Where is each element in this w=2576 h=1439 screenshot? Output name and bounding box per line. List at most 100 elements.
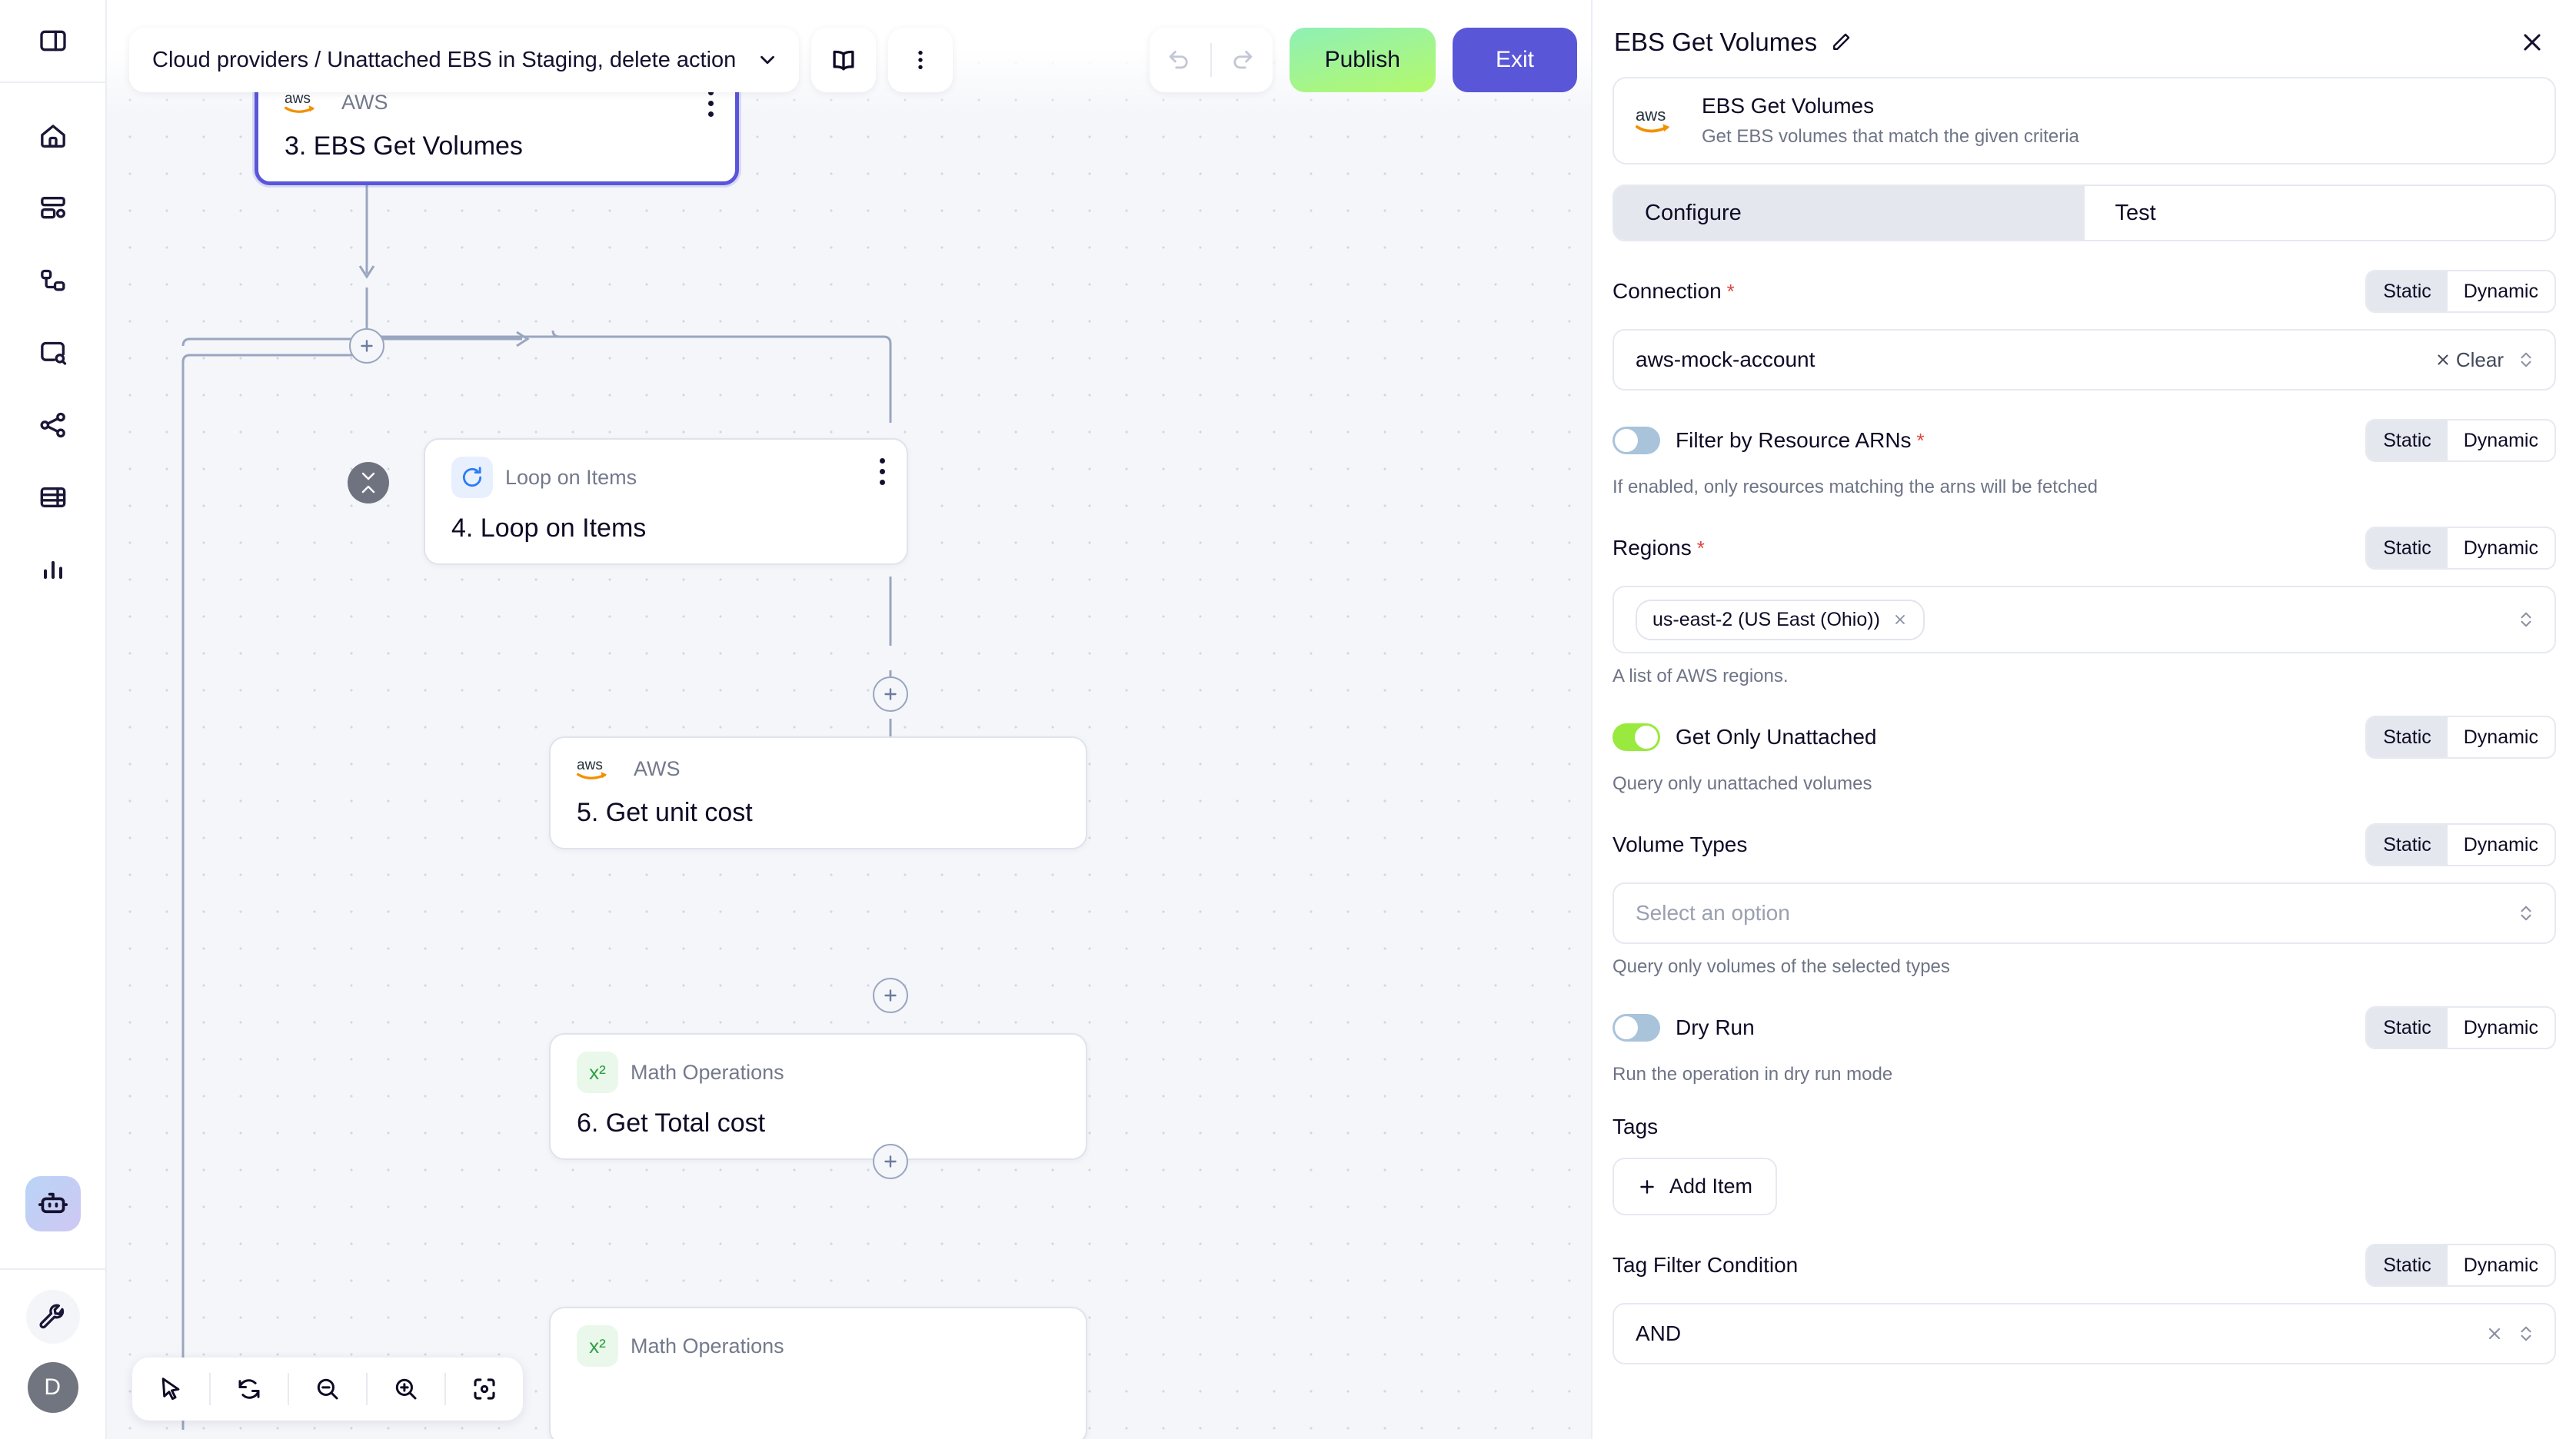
clear-label: Clear: [2455, 347, 2504, 371]
required-marker: *: [1696, 536, 1705, 560]
node-get-unit-cost[interactable]: aws AWS 5. Get unit cost: [549, 736, 1087, 849]
field-label-filter-arns: Filter by Resource ARNs: [1676, 428, 1912, 452]
close-icon[interactable]: [2519, 29, 2545, 55]
regions-controls: [2518, 608, 2534, 631]
region-chip[interactable]: us-east-2 (US East (Ohio)): [1636, 599, 1925, 640]
mode-toggle-tag-filter-condition: Static Dynamic: [2365, 1244, 2556, 1287]
nodes-icon[interactable]: [25, 257, 81, 304]
volume-types-controls: [2518, 902, 2534, 925]
wrench-icon[interactable]: [25, 1290, 80, 1344]
required-marker: *: [1916, 428, 1925, 452]
mode-static-volume-types[interactable]: Static: [2367, 825, 2448, 865]
node-math-operations-partial[interactable]: x² Math Operations: [549, 1307, 1087, 1439]
chevron-updown-icon[interactable]: [2518, 902, 2534, 925]
tab-configure[interactable]: Configure: [1614, 186, 2085, 240]
chevron-down-icon[interactable]: [756, 48, 779, 71]
breadcrumb-text: Cloud providers / Unattached EBS in Stag…: [152, 47, 737, 72]
panel-tabs: Configure Test: [1612, 184, 2556, 241]
robot-icon[interactable]: [25, 1176, 81, 1231]
connection-select[interactable]: aws-mock-account Clear: [1612, 329, 2556, 390]
more-vertical-icon[interactable]: [880, 458, 885, 485]
dashboard-settings-icon[interactable]: [25, 184, 81, 232]
node-header: x² Math Operations: [577, 1325, 1064, 1367]
loop-icon: [451, 457, 493, 498]
table-icon[interactable]: [25, 474, 81, 521]
sidebar-toggle-icon[interactable]: [25, 17, 81, 65]
clear-tag-filter-condition-icon[interactable]: [2485, 1324, 2504, 1343]
mode-dynamic-get-only-unattached[interactable]: Dynamic: [2463, 726, 2538, 748]
mode-static-filter-arns[interactable]: Static: [2367, 420, 2448, 460]
canvas-toolbar: [132, 1358, 523, 1421]
mode-static-dry-run[interactable]: Static: [2367, 1008, 2448, 1048]
mode-dynamic-dry-run[interactable]: Dynamic: [2463, 1016, 2538, 1039]
bar-chart-icon[interactable]: [25, 546, 81, 593]
volume-types-select[interactable]: Select an option: [1612, 882, 2556, 944]
zoom-in-icon[interactable]: [368, 1358, 444, 1421]
undo-icon[interactable]: [1150, 28, 1210, 92]
node-loop-on-items[interactable]: Loop on Items 4. Loop on Items: [424, 438, 908, 565]
breadcrumb[interactable]: Cloud providers / Unattached EBS in Stag…: [129, 28, 800, 92]
collapse-loop-button[interactable]: [348, 462, 389, 503]
mode-static-regions[interactable]: Static: [2367, 528, 2448, 568]
aws-logo: aws: [1636, 105, 1683, 137]
mode-static-connection[interactable]: Static: [2367, 271, 2448, 311]
chevron-updown-icon[interactable]: [2518, 608, 2534, 631]
mode-static-tag-filter-condition[interactable]: Static: [2367, 1245, 2448, 1285]
add-node-button[interactable]: [873, 1144, 908, 1179]
tag-filter-condition-select[interactable]: AND: [1612, 1303, 2556, 1364]
mode-dynamic-regions[interactable]: Dynamic: [2463, 537, 2538, 559]
redo-icon[interactable]: [1212, 28, 1273, 92]
workflow-canvas[interactable]: Cloud providers / Unattached EBS in Stag…: [107, 0, 1591, 1439]
panel-fields: Connection * Static Dynamic aws-mock-acc…: [1593, 268, 2576, 1364]
field-label-regions: Regions: [1612, 536, 1692, 560]
toggle-dry-run[interactable]: [1612, 1014, 1660, 1042]
book-icon[interactable]: [811, 28, 877, 92]
connection-value: aws-mock-account: [1636, 347, 1816, 371]
toggle-filter-by-resource-arns[interactable]: [1612, 427, 1660, 454]
pencil-icon[interactable]: [1829, 31, 1852, 54]
mode-static-get-only-unattached[interactable]: Static: [2367, 717, 2448, 757]
home-icon[interactable]: [25, 112, 81, 160]
mode-dynamic-connection[interactable]: Dynamic: [2463, 280, 2538, 302]
zoom-out-icon[interactable]: [289, 1358, 366, 1421]
fit-view-icon[interactable]: [446, 1358, 523, 1421]
field-row-tags: Tags: [1612, 1112, 2556, 1142]
avatar[interactable]: D: [27, 1362, 78, 1413]
node-header: Loop on Items: [451, 457, 885, 498]
field-label-dry-run: Dry Run: [1676, 1015, 1755, 1039]
publish-button[interactable]: Publish: [1289, 28, 1436, 92]
message-search-icon[interactable]: [25, 329, 81, 377]
toggle-get-only-unattached[interactable]: [1612, 723, 1660, 751]
field-row-regions: Regions * Static Dynamic: [1612, 524, 2556, 572]
field-row-tag-filter-condition: Tag Filter Condition Static Dynamic: [1612, 1241, 2556, 1289]
node-header: x² Math Operations: [577, 1052, 1064, 1093]
clear-connection-button[interactable]: Clear: [2435, 348, 2504, 372]
more-vertical-icon[interactable]: [708, 90, 714, 117]
remove-region-icon[interactable]: [1892, 612, 1908, 627]
exit-button[interactable]: Exit: [1452, 28, 1577, 92]
share-icon[interactable]: [25, 401, 81, 449]
rail-nav: [0, 83, 105, 593]
refresh-icon[interactable]: [211, 1358, 288, 1421]
regions-multiselect[interactable]: us-east-2 (US East (Ohio)): [1612, 586, 2556, 653]
add-node-button[interactable]: [873, 676, 908, 712]
add-node-button[interactable]: [349, 328, 384, 364]
node-get-total-cost[interactable]: x² Math Operations 6. Get Total cost: [549, 1033, 1087, 1160]
mode-dynamic-filter-arns[interactable]: Dynamic: [2463, 429, 2538, 451]
left-rail: D: [0, 0, 107, 1439]
svg-text:aws: aws: [1636, 105, 1666, 125]
mode-dynamic-tag-filter-condition[interactable]: Dynamic: [2463, 1254, 2538, 1276]
cursor-icon[interactable]: [132, 1358, 209, 1421]
node-kind-label: AWS: [634, 756, 681, 780]
chevron-updown-icon[interactable]: [2518, 1322, 2534, 1345]
page-title: EBS Get Volumes: [1614, 28, 1818, 56]
tab-test[interactable]: Test: [2115, 200, 2156, 225]
field-hint-get-only-unattached: Query only unattached volumes: [1612, 773, 1872, 794]
node-config-panel: EBS Get Volumes aws EBS: [1591, 0, 2576, 1439]
add-node-button[interactable]: [873, 978, 908, 1013]
chevron-updown-icon[interactable]: [2518, 348, 2534, 371]
mode-toggle-get-only-unattached: Static Dynamic: [2365, 716, 2556, 759]
mode-dynamic-volume-types[interactable]: Dynamic: [2463, 833, 2538, 856]
more-vertical-icon[interactable]: [888, 28, 954, 92]
add-tag-item-button[interactable]: Add Item: [1612, 1158, 1778, 1215]
